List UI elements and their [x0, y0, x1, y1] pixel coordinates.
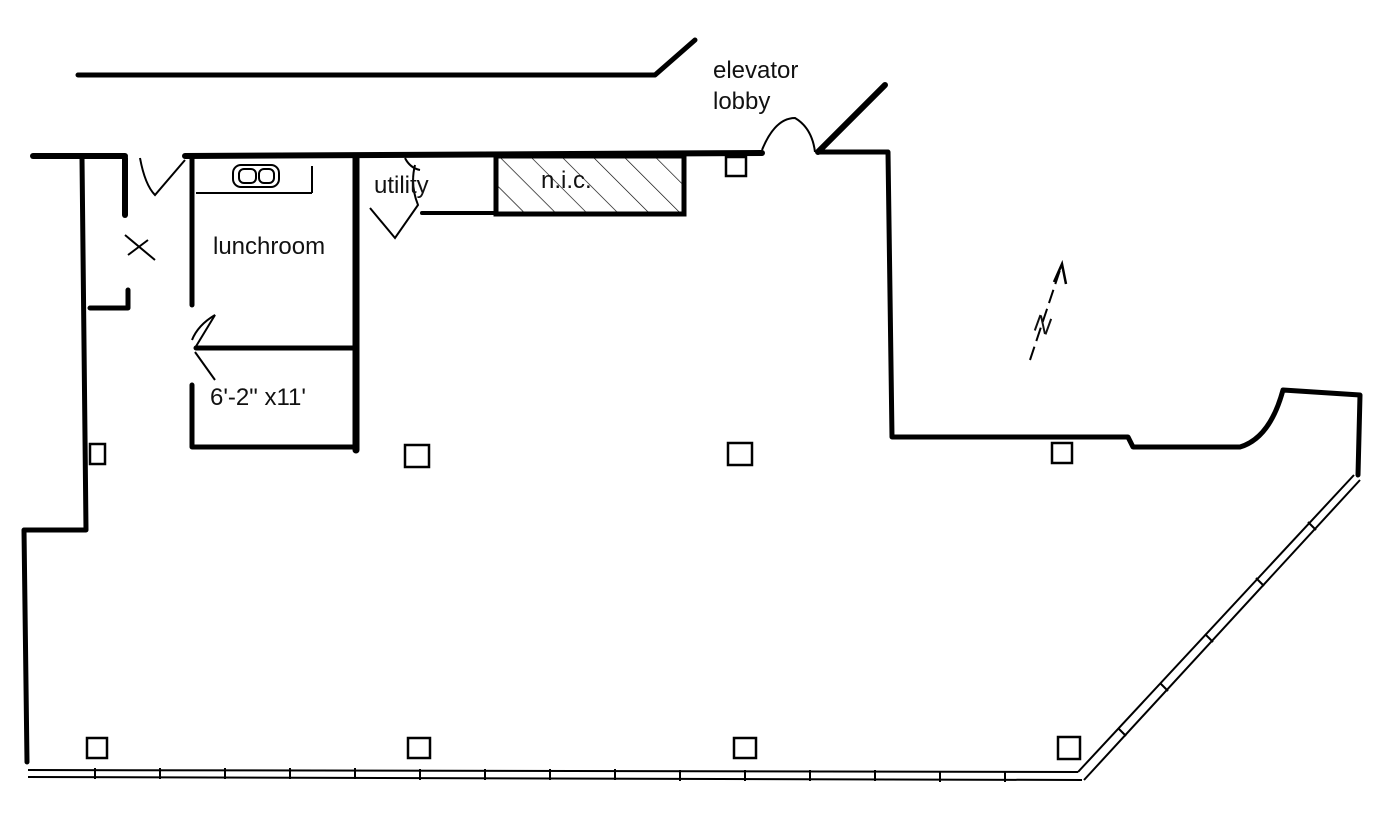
elevator-lobby-label-line1: elevator [713, 57, 798, 84]
west-partition-nub [87, 287, 131, 311]
elevator-lobby-wall [815, 82, 888, 155]
nic-area [493, 153, 687, 217]
east-wall-upper [815, 149, 1363, 478]
small-room-walls [189, 382, 359, 450]
north-arrow-icon [1029, 259, 1068, 361]
structural-columns [85, 155, 1082, 761]
west-wall [21, 155, 89, 765]
utility-label: utility [374, 172, 429, 199]
small-room-dimensions-label: 6'-2" x11' [210, 384, 306, 411]
north-label: N [1030, 310, 1056, 341]
elevator-lobby-label-line2: lobby [713, 88, 770, 115]
corridor-wall [75, 37, 698, 78]
sink-icon [232, 164, 280, 188]
nic-label: n.i.c. [541, 167, 592, 194]
south-window-wall [27, 474, 1361, 782]
lunchroom-label: lunchroom [213, 233, 325, 260]
doors [124, 116, 816, 381]
